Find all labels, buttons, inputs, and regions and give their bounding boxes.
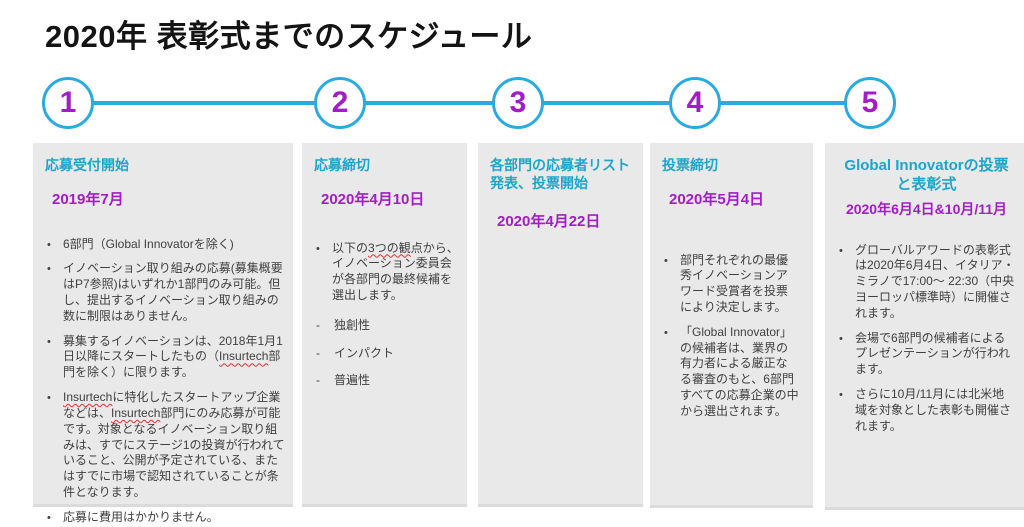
column-date: 2020年4月22日 bbox=[497, 213, 601, 230]
timeline-step-number: 2 bbox=[331, 86, 349, 119]
bullet-list: 部門それぞれの最優秀イノベーションアワード受賞者を投票により決定します。「Glo… bbox=[662, 253, 799, 420]
schedule-column-application-start: 応募受付開始 2019年7月 6部門（Global Innovatorを除く) イ… bbox=[33, 143, 293, 525]
timeline-step-circle-2: 2 bbox=[314, 77, 366, 129]
column-date: 2019年7月 bbox=[52, 190, 124, 208]
bullet-list: 以下の3つの観点から、イノベーション委員会が各部門の最終候補を選出します。 bbox=[314, 241, 459, 304]
list-item: 独創性 bbox=[314, 318, 459, 334]
list-item: 普遍性 bbox=[314, 373, 459, 389]
column-date: 2020年6月4日&10月/11月 bbox=[845, 200, 1008, 217]
list-item: 応募に費用はかかりません。 bbox=[45, 510, 285, 526]
column-header: Global Innovatorの投票と表彰式 bbox=[844, 157, 1009, 193]
list-item: さらに10月/11月には北米地域を対象とした表彰も開催されます。 bbox=[837, 387, 1016, 434]
bullet-list: 6部門（Global Innovatorを除く) イノベーション取り組みの応募(募… bbox=[45, 237, 285, 526]
timeline-connector-line bbox=[68, 101, 870, 105]
timeline-step-number: 1 bbox=[59, 86, 77, 119]
column-date: 2020年5月4日 bbox=[669, 190, 765, 208]
timeline-step-circle-4: 4 bbox=[669, 77, 721, 129]
list-item: インパクト bbox=[314, 346, 459, 362]
list-item: グローバルアワードの表彰式は2020年6月4日、イタリア・ミラノで17:00～ … bbox=[837, 243, 1016, 322]
timeline-step-circle-1: 1 bbox=[42, 77, 94, 129]
timeline-step-number: 5 bbox=[861, 86, 879, 119]
timeline-step-circle-5: 5 bbox=[844, 77, 896, 129]
list-item: 「Global Innovator」の候補者は、業界の有力者による厳正なる審査の… bbox=[662, 325, 799, 420]
page-title: 2020年 表彰式までのスケジュール bbox=[45, 19, 533, 54]
schedule-column-application-deadline: 応募締切 2020年4月10日 以下の3つの観点から、イノベーション委員会が各部… bbox=[302, 143, 467, 507]
list-item: イノベーション取り組みの応募(募集概要はP7参照)はいずれか1部門のみ可能。但し… bbox=[45, 261, 285, 324]
schedule-column-award-ceremony: Global Innovatorの投票と表彰式 2020年6月4日&10月/11… bbox=[825, 143, 1024, 510]
column-header: 投票締切 bbox=[662, 157, 718, 173]
criteria-list: 独創性インパクト普遍性 bbox=[314, 318, 459, 389]
timeline-step-number: 4 bbox=[686, 86, 704, 119]
timeline-step-circle-3: 3 bbox=[492, 77, 544, 129]
list-item: 部門それぞれの最優秀イノベーションアワード受賞者を投票により決定します。 bbox=[662, 253, 799, 316]
schedule-column-voting-deadline: 投票締切 2020年5月4日 部門それぞれの最優秀イノベーションアワード受賞者を… bbox=[650, 143, 813, 508]
column-header: 応募締切 bbox=[314, 157, 370, 173]
bullet-list: グローバルアワードの表彰式は2020年6月4日、イタリア・ミラノで17:00～ … bbox=[837, 243, 1016, 435]
list-item: 会場で6部門の候補者によるプレゼンテーションが行われます。 bbox=[837, 331, 1016, 378]
timeline: 1 2 3 4 5 bbox=[0, 77, 1024, 131]
timeline-step-number: 3 bbox=[509, 86, 527, 119]
list-item: Insurtechに特化したスタートアップ企業などは、Insurtech部門にの… bbox=[45, 390, 285, 501]
list-item: 6部門（Global Innovatorを除く) bbox=[45, 237, 285, 253]
column-date: 2020年4月10日 bbox=[321, 190, 425, 208]
column-header: 各部門の応募者リスト発表、投票開始 bbox=[490, 157, 630, 191]
list-item: 募集するイノベーションは、2018年1月1日以降にスタートしたもの（Insurt… bbox=[45, 334, 285, 381]
list-item: 以下の3つの観点から、イノベーション委員会が各部門の最終候補を選出します。 bbox=[314, 241, 459, 304]
schedule-column-list-announcement: 各部門の応募者リスト発表、投票開始 2020年4月22日 bbox=[478, 143, 643, 507]
column-header: 応募受付開始 bbox=[45, 157, 129, 173]
